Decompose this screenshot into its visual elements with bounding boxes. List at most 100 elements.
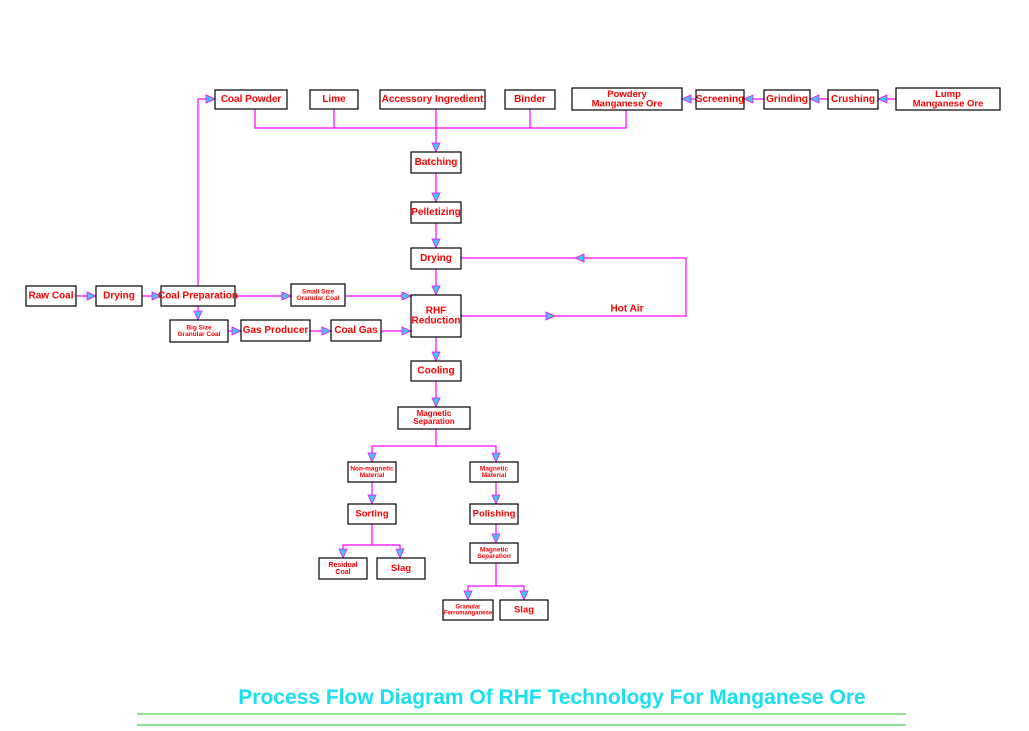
drying-coal-node: Drying xyxy=(95,285,143,307)
coal-powder-node: Coal Powder xyxy=(214,89,288,110)
arrowhead xyxy=(519,590,529,601)
nonmag-box xyxy=(347,461,397,483)
polishing-box xyxy=(469,503,519,525)
drying-coal-box xyxy=(95,285,143,307)
screening-label: Screening xyxy=(696,94,744,105)
process-nodes: Coal Powder Lime Accessory Ingredient Binde… xyxy=(25,87,1001,621)
coal-prep-node: Coal Preparation xyxy=(158,285,238,307)
raw-coal-label: Raw Coal xyxy=(28,291,73,302)
drying-coal-label: Drying xyxy=(103,291,135,302)
rhf-label: Reduction xyxy=(412,316,461,327)
coal-gas-label: Coal Gas xyxy=(334,325,378,336)
granular-fe-box xyxy=(442,599,494,621)
arrowhead xyxy=(431,192,441,203)
coal-prep-label: Coal Preparation xyxy=(158,291,238,302)
screening-node: Screening xyxy=(695,89,745,110)
arrowhead xyxy=(231,326,242,336)
connector-line xyxy=(254,109,627,129)
drying-main-box xyxy=(410,247,462,270)
arrowhead xyxy=(151,291,162,301)
arrowhead xyxy=(743,94,754,104)
arrowhead xyxy=(431,285,441,296)
connector-line xyxy=(496,585,525,600)
connector-line xyxy=(372,544,401,558)
grinding-node: Grinding xyxy=(763,89,811,110)
mag-sep1-label: Separation xyxy=(413,417,454,426)
cooling-label: Cooling xyxy=(417,366,454,377)
mag-mat-box xyxy=(469,461,519,483)
arrowhead xyxy=(491,494,501,505)
accessory-node: Accessory Ingredient xyxy=(379,89,486,110)
coal-gas-node: Coal Gas xyxy=(330,319,382,342)
gas-producer-node: Gas Producer xyxy=(240,319,311,342)
screening-box xyxy=(695,89,745,110)
arrowhead xyxy=(321,326,332,336)
small-coal-label: Granular Coal xyxy=(297,295,340,302)
gas-producer-label: Gas Producer xyxy=(243,325,309,336)
crushing-box xyxy=(827,89,879,110)
slag2-box xyxy=(499,599,549,621)
arrowhead xyxy=(877,94,888,104)
mag-sep1-label: Magnetic xyxy=(417,409,452,418)
pelletizing-box xyxy=(410,201,462,224)
pelletizing-label: Pelletizing xyxy=(411,207,460,218)
coal-prep-box xyxy=(160,285,236,307)
lime-node: Lime xyxy=(309,89,359,110)
arrowhead xyxy=(574,253,585,263)
sorting-box xyxy=(347,503,397,525)
lump-ore-box xyxy=(895,87,1001,111)
small-coal-box xyxy=(290,283,346,307)
crushing-label: Crushing xyxy=(831,94,875,105)
arrowhead xyxy=(193,310,203,321)
arrowhead xyxy=(395,548,405,559)
lime-label: Lime xyxy=(322,94,346,105)
grinding-box xyxy=(763,89,811,110)
gas-producer-box xyxy=(240,319,311,342)
mag-mat-label: Magnetic xyxy=(480,465,509,472)
residual-label: Coal xyxy=(335,569,350,576)
arrowhead xyxy=(431,238,441,249)
diagram-title: Process Flow Diagram Of RHF Technology F… xyxy=(238,686,865,709)
coal-gas-box xyxy=(330,319,382,342)
small-coal-label: Small Size xyxy=(302,288,335,295)
slag1-box xyxy=(376,557,426,580)
batching-label: Batching xyxy=(415,157,458,168)
powdery-ore-box xyxy=(571,87,683,111)
cooling-node: Cooling xyxy=(410,360,462,382)
crushing-node: Crushing xyxy=(827,89,879,110)
raw-coal-node: Raw Coal xyxy=(25,285,77,307)
arrowheads xyxy=(86,94,888,601)
arrowhead xyxy=(491,533,501,544)
residual-box xyxy=(318,557,368,580)
arrowhead xyxy=(281,291,292,301)
arrowhead xyxy=(367,452,377,463)
arrowhead xyxy=(401,291,412,301)
drying-main-node: Drying xyxy=(410,247,462,270)
lump-ore-label: Lump xyxy=(935,89,961,100)
granular-fe-label: Ferromanganese xyxy=(444,611,493,617)
binder-node: Binder xyxy=(504,89,556,110)
binder-label: Binder xyxy=(514,94,546,105)
connector-lines xyxy=(76,98,896,600)
arrowhead xyxy=(809,94,820,104)
sorting-node: Sorting xyxy=(347,503,397,525)
rhf-box xyxy=(410,294,462,338)
polishing-node: Polishing xyxy=(469,503,519,525)
arrowhead xyxy=(431,351,441,362)
nonmag-label: Non-magnetic xyxy=(350,465,394,472)
coal-powder-label: Coal Powder xyxy=(221,94,282,105)
arrowhead xyxy=(545,311,556,321)
powdery-ore-label: Powdery xyxy=(607,89,647,100)
pelletizing-node: Pelletizing xyxy=(410,201,462,224)
cooling-box xyxy=(410,360,462,382)
rhf-label: RHF xyxy=(426,306,447,317)
arrowhead xyxy=(681,94,692,104)
